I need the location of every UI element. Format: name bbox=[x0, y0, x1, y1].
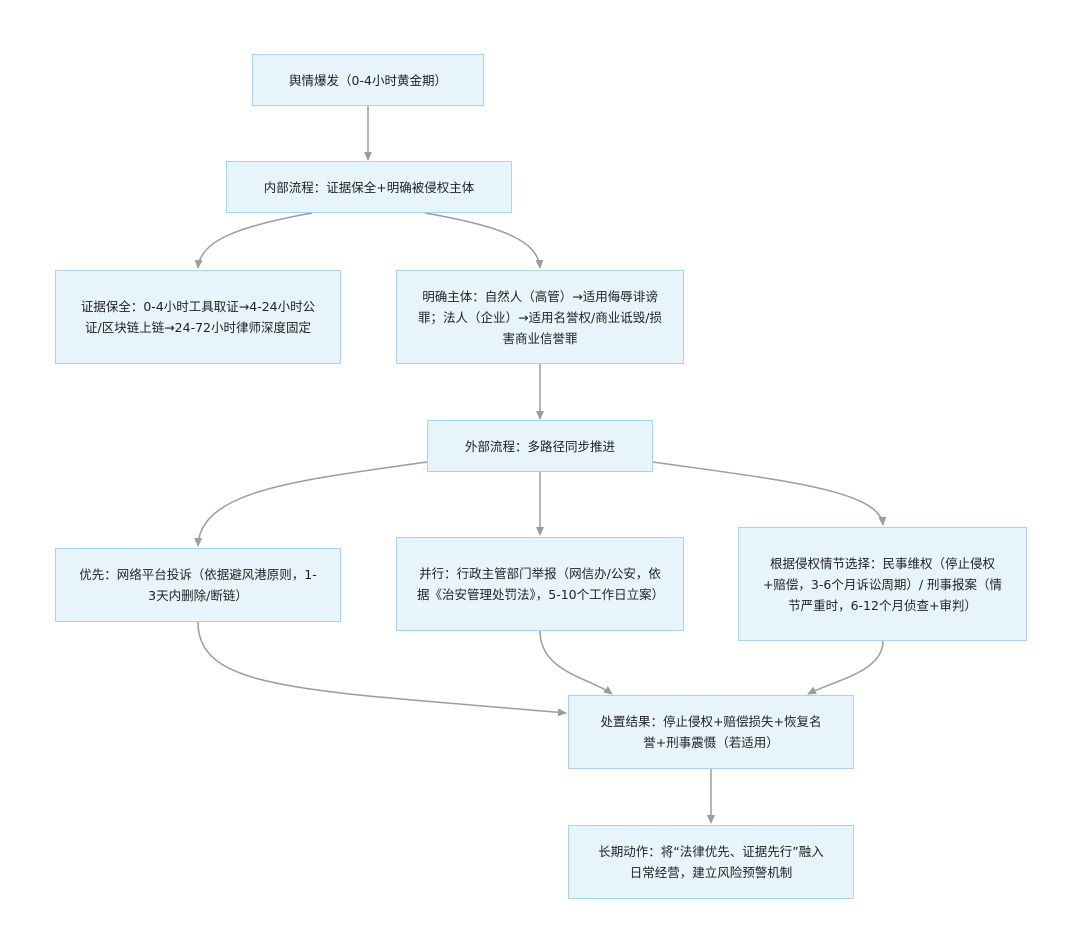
node-administrative-report-label: 并行：行政主管部门举报（网信办/公安，依据《治安管理处罚法》，5-10个工作日立… bbox=[417, 566, 665, 602]
edge-priority-to-result bbox=[197, 621, 567, 717]
node-platform-complaint: 优先：网络平台投诉（依据避风港原则，1-3天内删除/断链） bbox=[55, 548, 341, 622]
node-civil-or-criminal-choice: 根据侵权情节选择：民事维权（停止侵权+赔偿，3-6个月诉讼周期）/ 刑事报案（情… bbox=[738, 527, 1027, 641]
node-disposal-result-label: 处置结果：停止侵权+赔偿损失+恢复名誉+刑事震慑（若适用） bbox=[600, 714, 822, 750]
node-outbreak: 舆情爆发（0-4小时黄金期） bbox=[252, 54, 484, 106]
node-internal-process-label: 内部流程：证据保全+明确被侵权主体 bbox=[263, 179, 475, 195]
node-long-term-action-label: 长期动作：将“法律优先、证据先行”融入日常经营，建立风险预警机制 bbox=[598, 844, 824, 880]
edge-internal-to-evidence bbox=[194, 212, 313, 269]
node-evidence-preservation: 证据保全：0-4小时工具取证→4-24小时公证/区块链上链→24-72小时律师深… bbox=[55, 270, 341, 364]
node-administrative-report: 并行：行政主管部门举报（网信办/公安，依据《治安管理处罚法》，5-10个工作日立… bbox=[396, 537, 684, 631]
node-long-term-action: 长期动作：将“法律优先、证据先行”融入日常经营，建立风险预警机制 bbox=[568, 825, 854, 899]
edge-parallel-to-result bbox=[539, 630, 613, 695]
edge-external-to-priority bbox=[194, 461, 428, 547]
edge-internal-to-subject bbox=[424, 212, 544, 269]
node-external-process: 外部流程：多路径同步推进 bbox=[427, 420, 653, 472]
node-identify-subject-label: 明确主体：自然人（高管）→适用侮辱诽谤罪；法人（企业）→适用名誉权/商业诋毁/损… bbox=[418, 288, 662, 346]
node-civil-or-criminal-choice-label: 根据侵权情节选择：民事维权（停止侵权+赔偿，3-6个月诉讼周期）/ 刑事报案（情… bbox=[762, 555, 1003, 613]
node-outbreak-label: 舆情爆发（0-4小时黄金期） bbox=[289, 72, 447, 88]
edge-choice-to-result bbox=[807, 640, 884, 695]
node-identify-subject: 明确主体：自然人（高管）→适用侮辱诽谤罪；法人（企业）→适用名誉权/商业诋毁/损… bbox=[396, 270, 684, 364]
node-platform-complaint-label: 优先：网络平台投诉（依据避风港原则，1-3天内删除/断链） bbox=[79, 567, 317, 603]
node-evidence-preservation-label: 证据保全：0-4小时工具取证→4-24小时公证/区块链上链→24-72小时律师深… bbox=[80, 299, 316, 335]
node-disposal-result: 处置结果：停止侵权+赔偿损失+恢复名誉+刑事震慑（若适用） bbox=[568, 695, 854, 769]
edge-external-to-choice bbox=[652, 461, 887, 526]
node-internal-process: 内部流程：证据保全+明确被侵权主体 bbox=[226, 161, 512, 213]
node-external-process-label: 外部流程：多路径同步推进 bbox=[464, 438, 615, 454]
